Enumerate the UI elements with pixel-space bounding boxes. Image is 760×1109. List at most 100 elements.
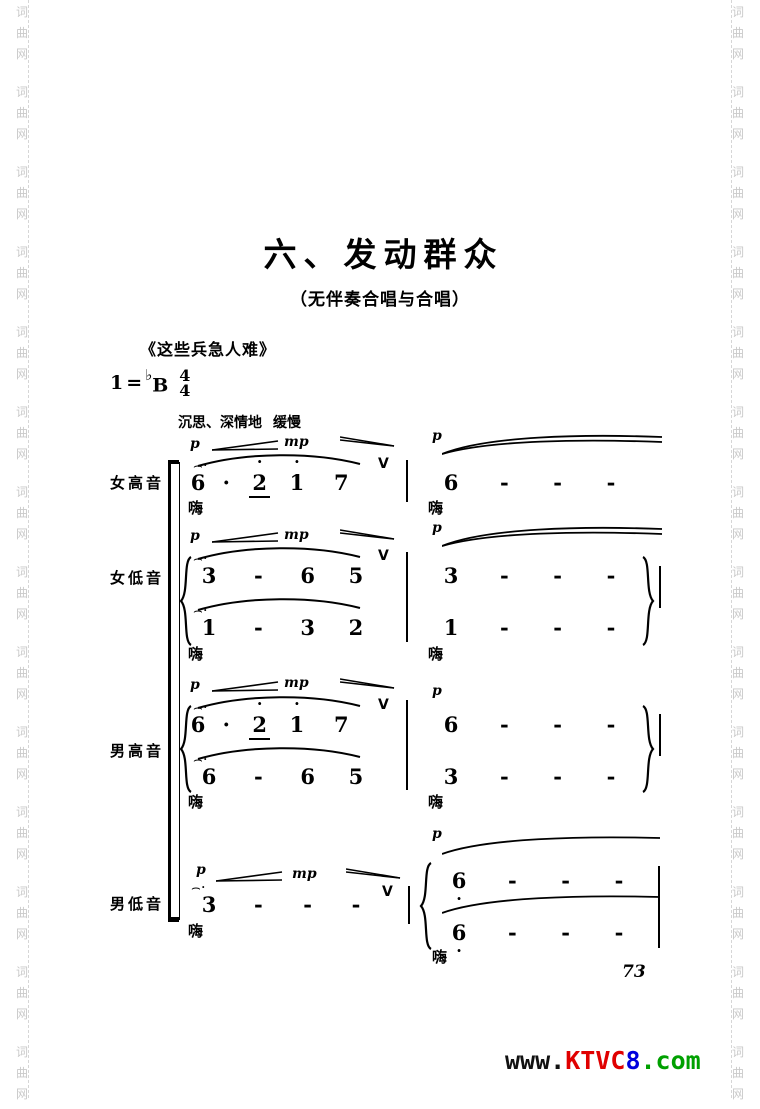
- fermata-tenor-voice1: ⌢·: [193, 698, 208, 716]
- watermark-char: 曲: [731, 746, 744, 760]
- watermark-char: 词: [731, 645, 744, 659]
- note: 6: [300, 764, 315, 789]
- watermark-char: 词: [15, 5, 28, 19]
- watermark-char: 网: [15, 207, 28, 221]
- watermark-char: 曲: [15, 986, 28, 1000]
- watermark-group: 词曲网: [732, 86, 744, 149]
- watermark-char: 词: [731, 885, 744, 899]
- divisi-brace-tenor: [178, 705, 194, 793]
- divisi-brace-alto-right: [640, 556, 656, 646]
- lyric-tenor-m1: 嗨: [188, 793, 204, 811]
- note: 3: [201, 892, 217, 917]
- barline-bass: [408, 886, 410, 924]
- notes-bass-voice1-m2: 6· - - -: [436, 868, 642, 907]
- tempo-speed: 缓慢: [273, 415, 301, 431]
- watermark-char: 词: [731, 325, 744, 339]
- watermark-char: 曲: [731, 186, 744, 200]
- breath-mark-bass: V: [382, 884, 393, 900]
- watermark-char: 曲: [731, 666, 744, 680]
- watermark-char: 网: [731, 767, 744, 781]
- lyric-bass-m2: 嗨: [432, 948, 448, 966]
- note-dash: -: [499, 712, 509, 737]
- note-dash: -: [553, 563, 562, 588]
- crescendo-soprano-m1: [212, 440, 280, 452]
- watermark-char: 曲: [731, 266, 744, 280]
- note-dash: -: [553, 712, 562, 737]
- note: 5: [348, 764, 364, 789]
- note-dash: -: [253, 563, 263, 588]
- watermark-group: 词曲网: [732, 166, 744, 229]
- beam-line: [248, 738, 271, 740]
- diminuendo-bass-m1: [346, 868, 402, 882]
- watermark-char: 网: [15, 447, 28, 461]
- note: 2: [348, 615, 364, 640]
- watermark-char: 曲: [15, 26, 28, 40]
- octave-dot-icon: ·: [256, 452, 263, 471]
- watermark-char: 曲: [731, 26, 744, 40]
- watermark-char: 词: [731, 1045, 744, 1059]
- watermark-group: 词曲网: [16, 566, 28, 629]
- barline-alto: [406, 552, 408, 642]
- watermark-char: 词: [15, 85, 28, 99]
- flat-icon: ♭: [145, 366, 153, 385]
- octave-dot-icon: ·: [456, 889, 462, 908]
- watermark-char: 曲: [15, 586, 28, 600]
- key-signature: 1 = ♭B 4 4: [110, 366, 190, 399]
- page-number: 73: [622, 962, 646, 982]
- watermark-char: 词: [15, 325, 28, 339]
- notes-tenor-voice2-m2: 3 - - -: [428, 764, 634, 789]
- barline-tenor: [406, 700, 408, 790]
- note-dash: -: [303, 892, 312, 917]
- dynamic-mp-soprano-m1: mp: [284, 434, 309, 450]
- watermark-group: 词曲网: [732, 886, 744, 949]
- note-dash: -: [499, 615, 509, 640]
- watermark-group: 词曲网: [16, 6, 28, 69]
- breath-mark-soprano: V: [378, 456, 389, 472]
- watermark-char: 曲: [15, 186, 28, 200]
- slur-tenor-voice2: [196, 745, 362, 761]
- watermark-char: 曲: [15, 906, 28, 920]
- dynamic-p-bass-m2: p: [432, 826, 442, 842]
- notes-tenor-voice1-m1: 6 · ·2 ·1 7: [188, 696, 363, 740]
- watermark-rule-right: [731, 0, 732, 1098]
- dynamic-p-tenor-m2: p: [432, 683, 442, 699]
- note-dash: -: [507, 868, 517, 893]
- watermark-char: 曲: [731, 426, 744, 440]
- dynamic-mp-alto-m1: mp: [284, 527, 309, 543]
- watermark-char: 词: [15, 645, 28, 659]
- watermark-char: 网: [731, 47, 744, 61]
- note-dash: -: [499, 764, 509, 789]
- page-title: 六、发动群众: [263, 235, 504, 274]
- watermark-char: 词: [15, 565, 28, 579]
- watermark-group: 词曲网: [16, 646, 28, 709]
- watermark-char: 曲: [731, 586, 744, 600]
- crescendo-bass-m1: [216, 871, 284, 883]
- note-dash: -: [606, 615, 616, 640]
- breath-mark-tenor: V: [378, 697, 389, 713]
- watermark-char: 网: [731, 367, 744, 381]
- note-dash: -: [553, 470, 562, 495]
- watermark-char: 网: [15, 367, 28, 381]
- slur-alto-voice2: [196, 596, 362, 612]
- watermark-char: 词: [15, 485, 28, 499]
- system-bracket: [168, 460, 180, 922]
- watermark-char: 词: [731, 85, 744, 99]
- note-dash: -: [606, 563, 616, 588]
- diminuendo-soprano-m1: [340, 436, 396, 450]
- note: ·1: [282, 454, 312, 496]
- watermark-char: 曲: [731, 906, 744, 920]
- fermata-alto-voice1: ⌢·: [193, 549, 208, 567]
- octave-dot-icon: ·: [294, 452, 300, 471]
- watermark-char: 词: [15, 965, 28, 979]
- note: 1: [201, 615, 217, 640]
- octave-dot-icon: ·: [294, 694, 300, 713]
- watermark-char: 曲: [15, 666, 28, 680]
- watermark-char: 词: [15, 805, 28, 819]
- watermark-group: 词曲网: [16, 1046, 28, 1109]
- watermark-char: 网: [731, 1087, 744, 1101]
- watermark-char: 网: [15, 847, 28, 861]
- notes-bass-voice2-m2: 6· - - -: [436, 920, 642, 959]
- note: 7: [333, 470, 349, 495]
- watermark-rule-left: [28, 0, 29, 1098]
- dynamic-p-soprano-m2: p: [432, 428, 442, 444]
